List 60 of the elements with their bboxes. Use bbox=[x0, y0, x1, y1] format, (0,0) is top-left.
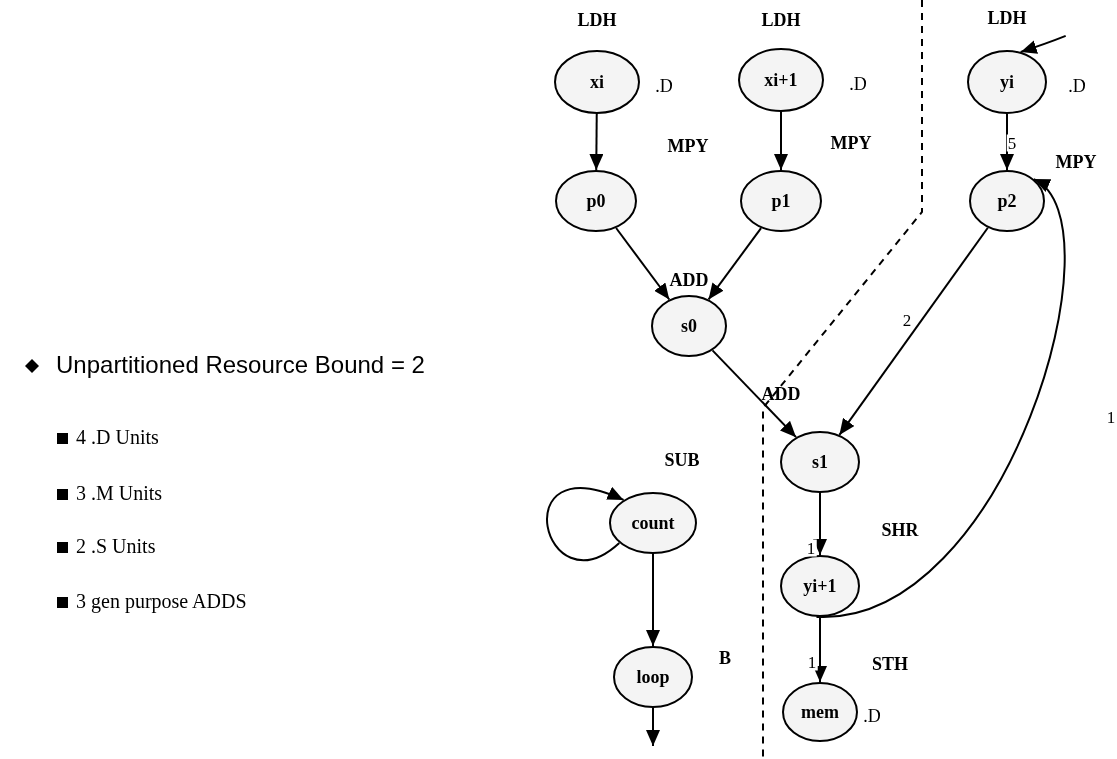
op-node-ellipse bbox=[967, 50, 1047, 114]
node-label: count bbox=[631, 512, 675, 534]
edge-label: 1 bbox=[805, 539, 817, 557]
arrow bbox=[1000, 113, 1014, 171]
opcode-label: ADD bbox=[669, 269, 709, 291]
op-node-ellipse bbox=[555, 170, 637, 232]
op-node-ellipse bbox=[613, 646, 693, 708]
arrow bbox=[815, 178, 1066, 618]
unit-label: .D bbox=[655, 75, 673, 97]
unit-label: .D bbox=[849, 73, 867, 95]
op-node-ellipse bbox=[738, 48, 824, 112]
node-label: s0 bbox=[681, 315, 697, 337]
opcode-label: STH bbox=[872, 653, 908, 675]
arrow bbox=[1019, 34, 1067, 54]
node-label: xi bbox=[590, 71, 604, 93]
node-label: loop bbox=[636, 666, 670, 688]
opcode-label: MPY bbox=[830, 132, 872, 154]
bullet-text: 3 gen purpose ADDS bbox=[76, 590, 247, 613]
arrow bbox=[646, 553, 660, 647]
unit-label: .D bbox=[863, 705, 881, 727]
arrow bbox=[774, 111, 788, 171]
arrow bbox=[707, 227, 763, 301]
arrow bbox=[711, 349, 798, 439]
arrow bbox=[546, 487, 625, 562]
opcode-label: LDH bbox=[761, 9, 801, 31]
op-node-ellipse bbox=[780, 431, 860, 493]
bullet-text: 3 .M Units bbox=[76, 482, 163, 505]
bullet-text: 2 .S Units bbox=[76, 535, 156, 558]
opcode-label: MPY bbox=[667, 135, 709, 157]
arrow bbox=[589, 113, 604, 171]
arrow bbox=[813, 616, 827, 683]
arrow bbox=[615, 227, 671, 301]
arrow bbox=[646, 707, 660, 747]
arrow bbox=[838, 226, 989, 436]
opcode-label: MPY bbox=[1055, 151, 1097, 173]
op-node-ellipse bbox=[740, 170, 822, 232]
op-node-ellipse bbox=[609, 492, 697, 554]
opcode-label: ADD bbox=[761, 383, 801, 405]
unit-label: .D bbox=[1068, 75, 1086, 97]
op-node-ellipse bbox=[554, 50, 640, 114]
opcode-label: B bbox=[719, 647, 731, 669]
opcode-label: SHR bbox=[881, 519, 919, 541]
bullet-text: Unpartitioned Resource Bound = 2 bbox=[56, 351, 425, 379]
opcode-label: SUB bbox=[664, 449, 700, 471]
node-label: yi bbox=[1000, 71, 1014, 93]
node-label: xi+1 bbox=[764, 69, 798, 91]
node-label: yi+1 bbox=[803, 575, 837, 597]
bullet-text: 4 .D Units bbox=[76, 426, 159, 449]
node-label: s1 bbox=[812, 451, 828, 473]
node-label: p0 bbox=[586, 190, 606, 212]
op-node-ellipse bbox=[780, 555, 860, 617]
edge-label: 5 bbox=[1006, 134, 1018, 152]
op-node-ellipse bbox=[969, 170, 1045, 232]
node-label: mem bbox=[801, 701, 839, 723]
op-node-ellipse bbox=[651, 295, 727, 357]
node-label: p2 bbox=[997, 190, 1017, 212]
node-label: p1 bbox=[771, 190, 791, 212]
opcode-label: LDH bbox=[987, 7, 1027, 29]
opcode-label: LDH bbox=[577, 9, 617, 31]
op-node-ellipse bbox=[782, 682, 858, 742]
